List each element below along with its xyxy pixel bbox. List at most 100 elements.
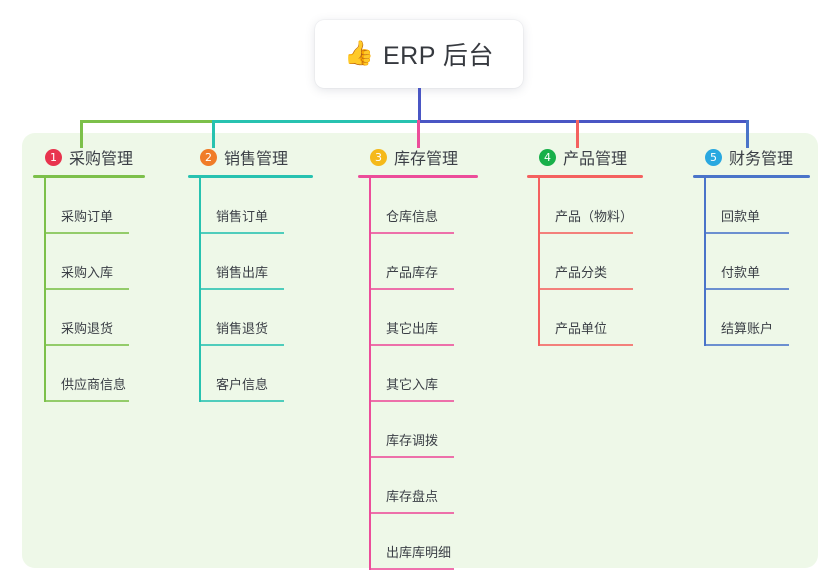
list-item[interactable]: 销售订单 [188, 178, 313, 234]
list-item-label: 其它出库 [386, 321, 439, 336]
column-items: 采购订单采购入库采购退货供应商信息 [33, 178, 145, 402]
number-badge-icon: 2 [200, 148, 217, 166]
column-spine [704, 178, 706, 346]
list-item-rule [704, 288, 789, 290]
column-title: 库存管理 [394, 151, 459, 168]
list-item-label: 产品（物料） [555, 209, 634, 224]
list-item[interactable]: 产品库存 [358, 234, 478, 290]
connector-stub-5 [746, 120, 749, 148]
column-items: 回款单付款单结算账户 [693, 178, 810, 346]
number-badge-icon: 4 [539, 148, 556, 166]
connector-bus-segment-2 [214, 120, 419, 123]
list-item-label: 客户信息 [216, 377, 269, 392]
list-item[interactable]: 仓库信息 [358, 178, 478, 234]
list-item-rule [199, 232, 284, 234]
list-item[interactable]: 产品分类 [527, 234, 643, 290]
diagram-panel [22, 133, 818, 568]
list-item[interactable]: 采购订单 [33, 178, 145, 234]
list-item-rule [44, 400, 129, 402]
list-item-label: 销售订单 [216, 209, 269, 224]
list-item-rule [44, 288, 129, 290]
list-item[interactable]: 采购入库 [33, 234, 145, 290]
column-3: 3 库存管理仓库信息产品库存其它出库其它入库库存调拨库存盘点出库库明细 [358, 146, 478, 570]
column-header-4[interactable]: 4 产品管理 [527, 146, 643, 168]
column-4: 4 产品管理产品（物料） 产品分类产品单位 [527, 146, 643, 346]
column-spine [199, 178, 201, 402]
column-spine [44, 178, 46, 402]
list-item-rule [369, 512, 454, 514]
column-items: 仓库信息产品库存其它出库其它入库库存调拨库存盘点出库库明细 [358, 178, 478, 570]
list-item[interactable]: 付款单 [693, 234, 810, 290]
list-item[interactable]: 采购退货 [33, 290, 145, 346]
number-badge-icon: 3 [370, 148, 387, 166]
list-item-rule [369, 400, 454, 402]
column-header-rule [693, 175, 810, 178]
root-node-title: ERP 后台 [382, 42, 494, 70]
column-header-3[interactable]: 3 库存管理 [358, 146, 478, 168]
list-item[interactable]: 客户信息 [188, 346, 313, 402]
column-header-rule [527, 175, 643, 178]
list-item[interactable]: 库存调拨 [358, 402, 478, 458]
column-header-rule [188, 175, 313, 178]
list-item-rule [704, 344, 789, 346]
list-item-rule [369, 456, 454, 458]
list-item-label: 销售出库 [216, 265, 269, 280]
list-item-rule [44, 344, 129, 346]
list-item-rule [369, 568, 454, 570]
list-item[interactable]: 其它入库 [358, 346, 478, 402]
connector-stub-1 [80, 120, 83, 148]
list-item-label: 采购退货 [61, 321, 114, 336]
column-header-rule [33, 175, 145, 178]
list-item-label: 产品库存 [386, 265, 439, 280]
list-item[interactable]: 供应商信息 [33, 346, 145, 402]
list-item-rule [369, 232, 454, 234]
thumbs-up-icon: 👍 [344, 40, 374, 67]
column-title: 产品管理 [563, 151, 628, 168]
list-item[interactable]: 销售出库 [188, 234, 313, 290]
list-item-label: 回款单 [721, 209, 761, 224]
list-item-rule [199, 344, 284, 346]
root-node-card[interactable]: 👍 ERP 后台 [315, 20, 523, 88]
list-item-label: 出库库明细 [386, 545, 452, 560]
list-item-rule [199, 288, 284, 290]
list-item-label: 付款单 [721, 265, 761, 280]
list-item-label: 仓库信息 [386, 209, 439, 224]
root-node-content: 👍 ERP 后台 [344, 36, 494, 72]
list-item[interactable]: 产品（物料） [527, 178, 643, 234]
list-item-label: 产品分类 [555, 265, 608, 280]
connector-bus-segment-1 [80, 120, 214, 123]
list-item[interactable]: 出库库明细 [358, 514, 478, 570]
number-badge-icon: 5 [705, 148, 722, 166]
list-item[interactable]: 产品单位 [527, 290, 643, 346]
column-spine [538, 178, 540, 346]
list-item[interactable]: 销售退货 [188, 290, 313, 346]
list-item-label: 库存盘点 [386, 489, 439, 504]
list-item-label: 销售退货 [216, 321, 269, 336]
list-item-rule [44, 232, 129, 234]
list-item-rule [369, 288, 454, 290]
list-item-label: 其它入库 [386, 377, 439, 392]
column-spine [369, 178, 371, 570]
column-title: 采购管理 [69, 151, 134, 168]
list-item[interactable]: 结算账户 [693, 290, 810, 346]
connector-bus-segment-3 [419, 120, 749, 123]
connector-stub-4 [576, 120, 579, 148]
column-items: 产品（物料） 产品分类产品单位 [527, 178, 643, 346]
list-item-label: 结算账户 [721, 321, 774, 336]
list-item-rule [538, 344, 633, 346]
list-item[interactable]: 其它出库 [358, 290, 478, 346]
connector-stub-3 [417, 120, 420, 148]
list-item-label: 产品单位 [555, 321, 608, 336]
list-item[interactable]: 回款单 [693, 178, 810, 234]
list-item[interactable]: 库存盘点 [358, 458, 478, 514]
column-items: 销售订单销售出库销售退货客户信息 [188, 178, 313, 402]
connector-trunk-vertical [418, 88, 421, 122]
list-item-label: 采购订单 [61, 209, 114, 224]
list-item-rule [538, 288, 633, 290]
